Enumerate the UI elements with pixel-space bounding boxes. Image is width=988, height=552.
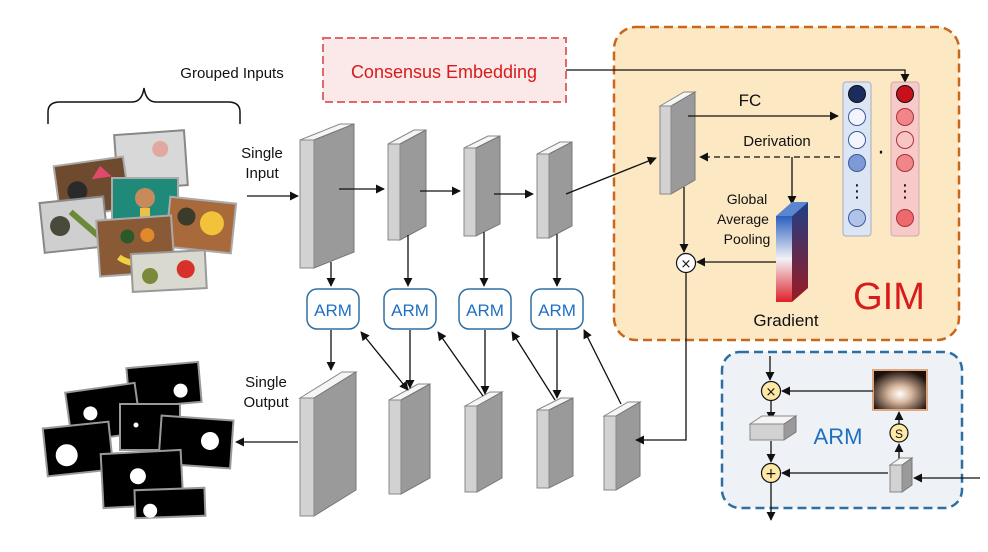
arrow-dec2-arm1 <box>360 331 409 391</box>
gim-title: GIM <box>853 276 925 318</box>
feature-vector-ellipsis: ⋮ <box>848 181 866 202</box>
arrow-consensus-to-vector <box>566 69 910 83</box>
arm-attention-map <box>872 369 928 411</box>
arm-detail-sigmoid-symbol: S <box>895 427 903 441</box>
encoder-stage-3 <box>463 135 501 237</box>
arm-block-4 <box>530 288 584 330</box>
grouped-inputs-brace <box>47 87 241 124</box>
arm-block-3-label: ARM <box>466 301 504 320</box>
decoder-stage-3 <box>463 391 504 493</box>
arm-detail-add-node <box>760 462 782 484</box>
arrow-dec4-arm3 <box>511 331 556 401</box>
consensus-embedding-label: Consensus Embedding <box>351 62 537 82</box>
arm-block-2-label: ARM <box>391 301 429 320</box>
arm-block-1 <box>306 288 360 330</box>
arrow-dec3-arm2 <box>437 331 484 397</box>
gap-label-line3: Pooling <box>724 231 771 247</box>
encoder-stage-2 <box>387 129 427 241</box>
single-output-label-line2: Output <box>243 394 289 411</box>
consensus-embedding-box <box>322 37 567 103</box>
arm-block-1-label: ARM <box>314 301 352 320</box>
consensus-vector <box>890 81 920 237</box>
arrow-enc4-gim <box>565 156 657 195</box>
arrow-dec5-arm4 <box>583 329 622 405</box>
gradient-bar <box>776 202 808 302</box>
gradient-label: Gradient <box>753 311 818 330</box>
decoder-stage-5 <box>602 401 642 491</box>
dot-product-symbol: · <box>878 141 885 166</box>
consensus-vector-ellipsis: ⋮ <box>896 181 914 202</box>
gim-multiply-node <box>675 252 697 274</box>
single-output-label-line1: Single <box>245 374 287 391</box>
input-images-collage <box>38 129 238 294</box>
arm-detail-input-slab <box>888 457 914 493</box>
feature-vector <box>842 81 872 237</box>
derivation-label: Derivation <box>743 133 811 150</box>
arm-block-3 <box>458 288 512 330</box>
arm-block-4-label: ARM <box>538 301 576 320</box>
arm-detail-sigmoid-node <box>889 423 909 443</box>
arm-detail-add-symbol: + <box>765 466 777 482</box>
arrow-gim-to-decoder <box>635 273 687 445</box>
gap-label-line2: Average <box>717 211 769 227</box>
encoder-stage-4 <box>536 141 573 239</box>
arm-detail-title: ARM <box>814 424 863 449</box>
arm-block-2 <box>383 288 437 330</box>
fc-label: FC <box>739 91 762 110</box>
gim-multiply-symbol: × <box>681 257 692 272</box>
single-input-label-line1: Single <box>241 145 283 162</box>
grouped-inputs-label: Grouped Inputs <box>180 65 283 82</box>
decoder-stage-4 <box>536 397 574 489</box>
arm-detail-feature-slab <box>748 415 798 441</box>
gim-feature-slab <box>658 91 697 195</box>
arm-detail-multiply-symbol: × <box>766 385 777 400</box>
decoder-stage-2 <box>388 383 431 495</box>
gap-label-line1: Global <box>727 191 767 207</box>
output-masks-collage <box>41 360 235 520</box>
encoder-stage-1 <box>299 123 355 269</box>
single-input-label-line2: Input <box>245 165 279 182</box>
decoder-stage-1 <box>298 371 358 517</box>
arm-detail-multiply-node <box>760 380 782 402</box>
